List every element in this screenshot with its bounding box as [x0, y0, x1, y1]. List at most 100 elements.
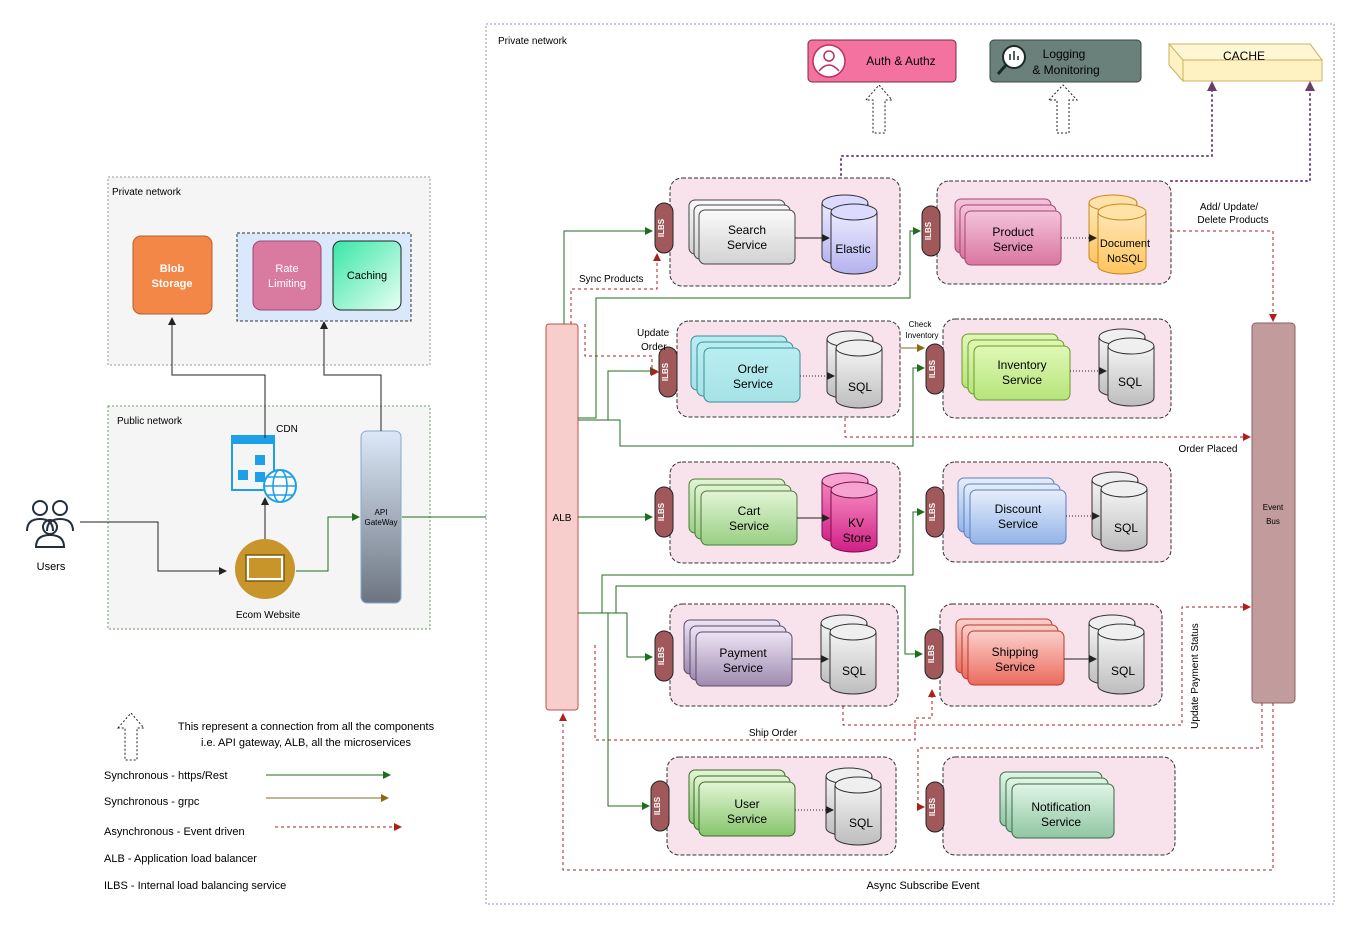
elastic-db[interactable] — [821, 194, 878, 275]
svg-text:ILBS: ILBS — [927, 644, 936, 663]
cart-service-label-2: Service — [729, 519, 769, 533]
order-placed-label: Order Placed — [1179, 444, 1238, 455]
kv-store-db[interactable] — [821, 472, 878, 553]
ilbs-user[interactable]: ILBS — [650, 780, 670, 832]
legend-connection-text-1: This represent a connection from all the… — [178, 721, 435, 733]
sync-products-label: Sync Products — [579, 274, 643, 285]
notification-service[interactable] — [999, 771, 1115, 839]
edge-alb-search — [563, 227, 653, 324]
document-label-1: Document — [1100, 238, 1150, 250]
user-sql-db[interactable] — [825, 767, 882, 846]
product-service-label-2: Service — [993, 240, 1033, 254]
website-icon[interactable] — [235, 539, 295, 599]
rate-limiting[interactable] — [252, 240, 322, 311]
legend-async-label: Asynchronous - Event driven — [104, 826, 245, 838]
document-db[interactable] — [1088, 194, 1147, 275]
ilbs-search[interactable]: ILBS — [654, 202, 674, 254]
shipping-service-label-1: Shipping — [992, 645, 1039, 659]
payment-service-label-2: Service — [723, 661, 763, 675]
api-gateway[interactable] — [360, 430, 402, 604]
elastic-label: Elastic — [835, 242, 870, 256]
cart-service-label-1: Cart — [738, 504, 761, 518]
main-private-network — [485, 23, 1335, 905]
shipping-sql-label: SQL — [1111, 664, 1135, 678]
svg-text:ILBS: ILBS — [928, 359, 937, 378]
auth-label: Auth & Authz — [866, 54, 935, 68]
monitoring-icon — [996, 45, 1026, 75]
users-icon — [26, 500, 74, 548]
event-bus-label-1: Event — [1263, 503, 1284, 512]
discount-service-label-1: Discount — [995, 502, 1042, 516]
legend-sync-https-label: Synchronous - https/Rest — [104, 770, 228, 782]
edge-api-caching — [320, 321, 382, 431]
legend-connection-arrow — [116, 712, 146, 761]
main-private-network-label: Private network — [498, 36, 568, 47]
add-update-label-2: Delete Products — [1197, 215, 1268, 226]
order-service-label-2: Service — [733, 377, 773, 391]
discount-sql-db[interactable] — [1091, 471, 1148, 552]
ilbs-inventory[interactable]: ILBS — [925, 343, 945, 395]
rate-limiting-label-2: Limiting — [268, 278, 306, 290]
shipping-service[interactable] — [955, 618, 1065, 686]
blob-storage[interactable] — [132, 235, 213, 315]
connection-arrow-logging — [1047, 84, 1079, 134]
order-service[interactable] — [690, 335, 801, 403]
ilbs-order[interactable]: ILBS — [658, 346, 678, 398]
cache-box[interactable] — [1167, 43, 1323, 82]
inventory-service-label-2: Service — [1002, 373, 1042, 387]
api-gateway-label-2: GateWay — [364, 518, 397, 527]
payment-sql-db[interactable] — [820, 614, 877, 695]
logging-label-2: & Monitoring — [1032, 63, 1099, 77]
ilbs-cart[interactable]: ILBS — [654, 486, 674, 538]
svg-text:ILBS: ILBS — [657, 502, 666, 521]
edge-alb-shipping — [578, 585, 923, 658]
svg-text:ILBS: ILBS — [657, 646, 666, 665]
caching[interactable] — [332, 240, 402, 311]
svg-text:ILBS: ILBS — [653, 796, 662, 815]
left-private-network-label: Private network — [112, 187, 182, 198]
inventory-sql-db[interactable] — [1098, 328, 1155, 407]
svg-text:ILBS: ILBS — [928, 502, 937, 521]
edge-alb-inventory — [578, 364, 925, 447]
edge-async-subscribe — [559, 703, 1274, 871]
blob-storage-label-2: Storage — [152, 278, 193, 290]
ilbs-notification[interactable]: ILBS — [925, 781, 945, 833]
edge-cdn-blob — [168, 317, 266, 438]
kv-store-label-1: KV — [848, 516, 864, 530]
ilbs-discount[interactable]: ILBS — [925, 486, 945, 538]
edge-order-placed — [844, 418, 1251, 441]
shipping-sql-db[interactable] — [1088, 614, 1145, 695]
svg-text:ILBS: ILBS — [657, 218, 666, 237]
cart-service[interactable] — [688, 478, 798, 546]
legend-ilbs-definition: ILBS - Internal load balancing service — [104, 880, 286, 892]
update-payment-status-label: Update Payment Status — [1190, 623, 1201, 729]
edge-alb-product — [578, 227, 921, 419]
discount-service-label-2: Service — [998, 517, 1038, 531]
logging-box[interactable] — [989, 39, 1142, 83]
shipping-service-label-2: Service — [995, 660, 1035, 674]
edge-website-api — [296, 513, 360, 572]
rate-limiting-label-1: Rate — [275, 263, 298, 275]
logging-label-1: Logging — [1043, 47, 1086, 61]
search-service-label-1: Search — [728, 223, 766, 237]
edge-users-website — [80, 521, 227, 575]
inventory-service[interactable] — [961, 333, 1071, 401]
order-sql-db[interactable] — [826, 330, 883, 409]
notification-service-label-2: Service — [1041, 815, 1081, 829]
ilbs-shipping[interactable]: ILBS — [924, 628, 944, 680]
discount-service[interactable] — [957, 477, 1067, 545]
search-service[interactable] — [688, 199, 796, 265]
inventory-sql-label: SQL — [1118, 375, 1142, 389]
product-service[interactable] — [954, 198, 1062, 266]
connection-arrow-auth — [864, 84, 894, 134]
payment-service[interactable] — [683, 619, 793, 687]
edge-cache-link-1 — [840, 81, 1217, 176]
user-service[interactable] — [688, 769, 796, 837]
ilbs-payment[interactable]: ILBS — [654, 630, 674, 682]
ship-order-label: Ship Order — [749, 728, 798, 739]
edge-update-payment-status — [842, 603, 1251, 726]
auth-box[interactable] — [807, 39, 957, 83]
user-icon — [812, 44, 846, 78]
event-bus[interactable] — [1251, 322, 1296, 704]
ilbs-product[interactable]: ILBS — [921, 205, 941, 257]
